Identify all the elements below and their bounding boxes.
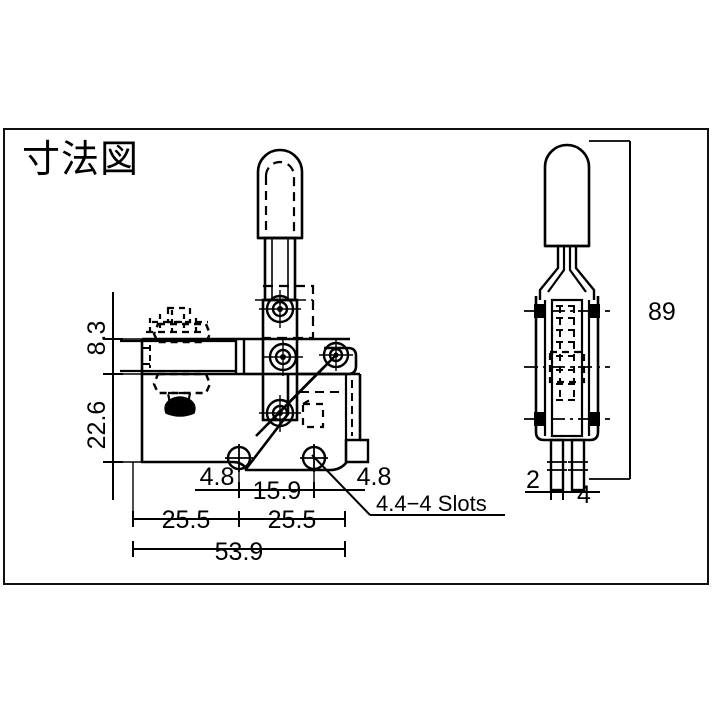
page-title: 寸法図 (22, 137, 140, 181)
drawing-frame-border (3, 128, 709, 585)
